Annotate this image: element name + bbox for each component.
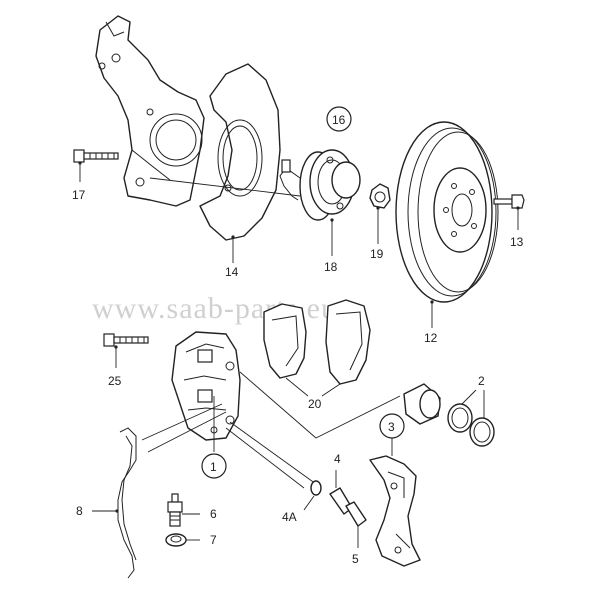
- label-19: 19: [370, 247, 384, 261]
- callout-circle-1: [201, 453, 227, 479]
- callout-circle-16: [326, 106, 352, 132]
- anti-rattle-spring: [117, 427, 137, 579]
- steering-knuckle: [95, 15, 205, 207]
- label-3: 3: [388, 420, 395, 434]
- label-12: 12: [424, 331, 438, 345]
- splash-shield: [199, 63, 281, 241]
- bleed-cap: [165, 533, 187, 547]
- label-14: 14: [225, 265, 239, 279]
- label-7: 7: [210, 533, 217, 547]
- bleed-nipple: [167, 493, 183, 527]
- label-8: 8: [76, 504, 83, 518]
- label-18: 18: [324, 260, 338, 274]
- label-6: 6: [210, 507, 217, 521]
- label-4: 4: [334, 452, 341, 466]
- label-20: 20: [308, 397, 322, 411]
- screw-13: [493, 194, 525, 209]
- label-17: 17: [72, 188, 86, 202]
- hub-nut-19: [369, 183, 391, 209]
- label-16: 16: [332, 113, 346, 127]
- label-2: 2: [478, 374, 485, 388]
- brake-pads: [263, 299, 371, 385]
- piston-and-seals: [403, 383, 495, 447]
- brake-caliper: [171, 331, 241, 441]
- label-1: 1: [210, 460, 217, 474]
- label-13: 13: [510, 235, 524, 249]
- bolt-25: [103, 333, 149, 347]
- caliper-bracket: [369, 455, 421, 567]
- bolt-17: [73, 149, 119, 163]
- hub-bearing: [279, 149, 361, 221]
- label-5: 5: [352, 552, 359, 566]
- label-4a: 4A: [282, 510, 297, 524]
- label-25: 25: [108, 374, 122, 388]
- guide-pin-kit: [310, 480, 367, 527]
- brake-disc: [395, 121, 499, 303]
- callout-circle-3: [379, 413, 405, 439]
